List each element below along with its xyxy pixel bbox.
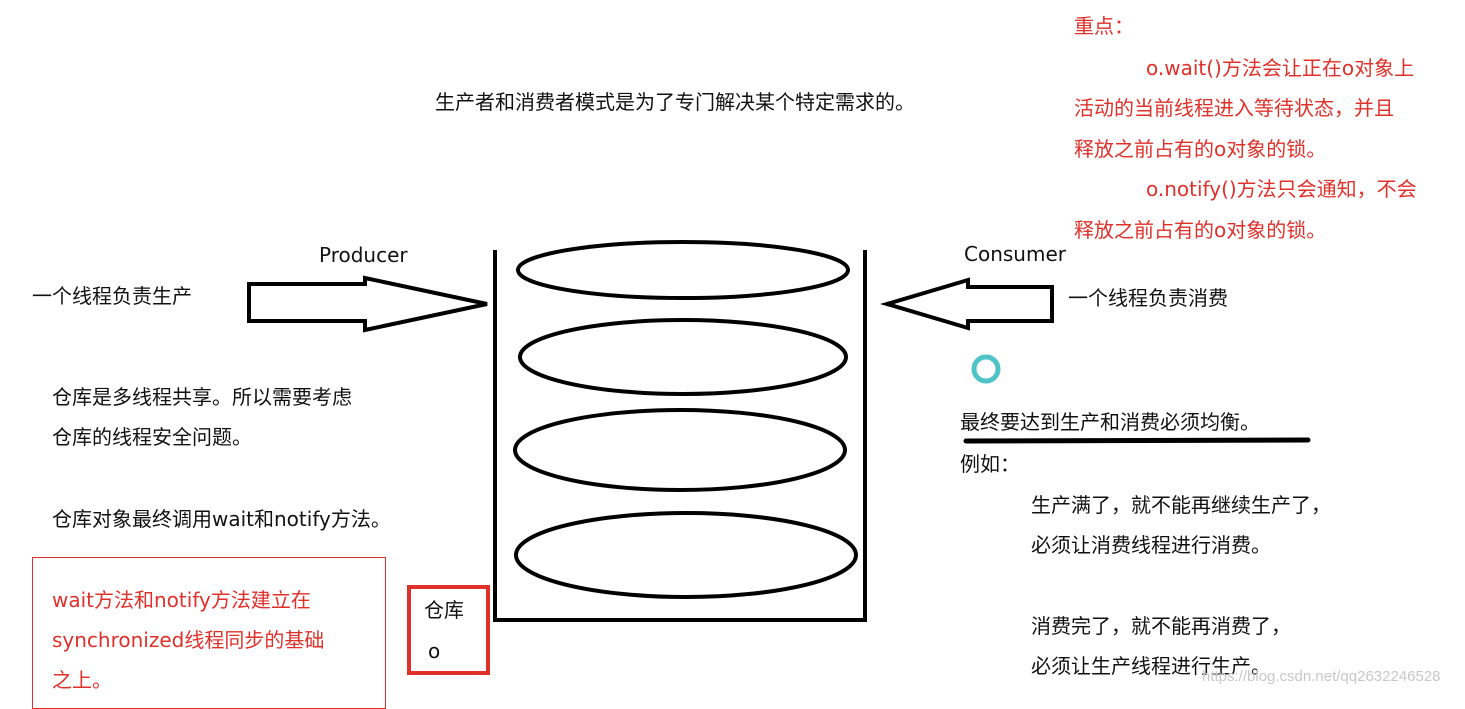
diagram-title: 生产者和消费者模式是为了专门解决某个特定需求的。 xyxy=(435,90,915,114)
warehouse-object: o xyxy=(428,639,441,663)
buffer-slot xyxy=(518,318,848,396)
buffer-slot xyxy=(513,408,847,492)
left-note: 仓库对象最终调用wait和notify方法。 xyxy=(52,507,391,531)
buffer-slot xyxy=(516,240,850,300)
warehouse-label: 仓库 xyxy=(424,598,464,622)
balance-underline xyxy=(963,437,1311,444)
consumer-label: Consumer xyxy=(964,242,1066,266)
example-line: 必须让生产线程进行生产。 xyxy=(1031,654,1271,678)
producer-label: Producer xyxy=(319,243,408,267)
warehouse-label-box xyxy=(407,585,490,675)
key-points-heading: 重点： xyxy=(1074,14,1134,38)
producer-arrow xyxy=(247,275,488,333)
sync-note-line: synchronized线程同步的基础 xyxy=(52,628,325,652)
balance-statement: 最终要达到生产和消费必须均衡。 xyxy=(960,410,1260,434)
key-point-line: 释放之前占有的o对象的锁。 xyxy=(1074,218,1327,242)
left-note: 仓库是多线程共享。所以需要考虑 xyxy=(52,385,352,409)
loading-icon xyxy=(971,354,1001,384)
left-note: 仓库的线程安全问题。 xyxy=(52,425,252,449)
sync-note-line: wait方法和notify方法建立在 xyxy=(52,588,311,612)
producer-desc: 一个线程负责生产 xyxy=(32,284,192,308)
consumer-desc: 一个线程负责消费 xyxy=(1068,286,1228,310)
example-line: 消费完了，就不能再消费了， xyxy=(1031,614,1291,638)
warehouse-container xyxy=(493,250,867,622)
example-line: 生产满了，就不能再继续生产了， xyxy=(1031,493,1331,517)
key-point-line: 活动的当前线程进入等待状态，并且 xyxy=(1074,96,1394,120)
key-point-line: 释放之前占有的o对象的锁。 xyxy=(1074,137,1327,161)
buffer-slot xyxy=(514,511,858,599)
key-point-line: o.notify()方法只会通知，不会 xyxy=(1146,177,1417,201)
consumer-arrow xyxy=(879,277,1054,331)
key-point-line: o.wait()方法会让正在o对象上 xyxy=(1146,56,1415,80)
example-heading: 例如： xyxy=(960,452,1020,476)
watermark: https://blog.csdn.net/qq2632246528 xyxy=(1202,668,1441,685)
sync-note-line: 之上。 xyxy=(52,668,112,692)
example-line: 必须让消费线程进行消费。 xyxy=(1031,533,1271,557)
